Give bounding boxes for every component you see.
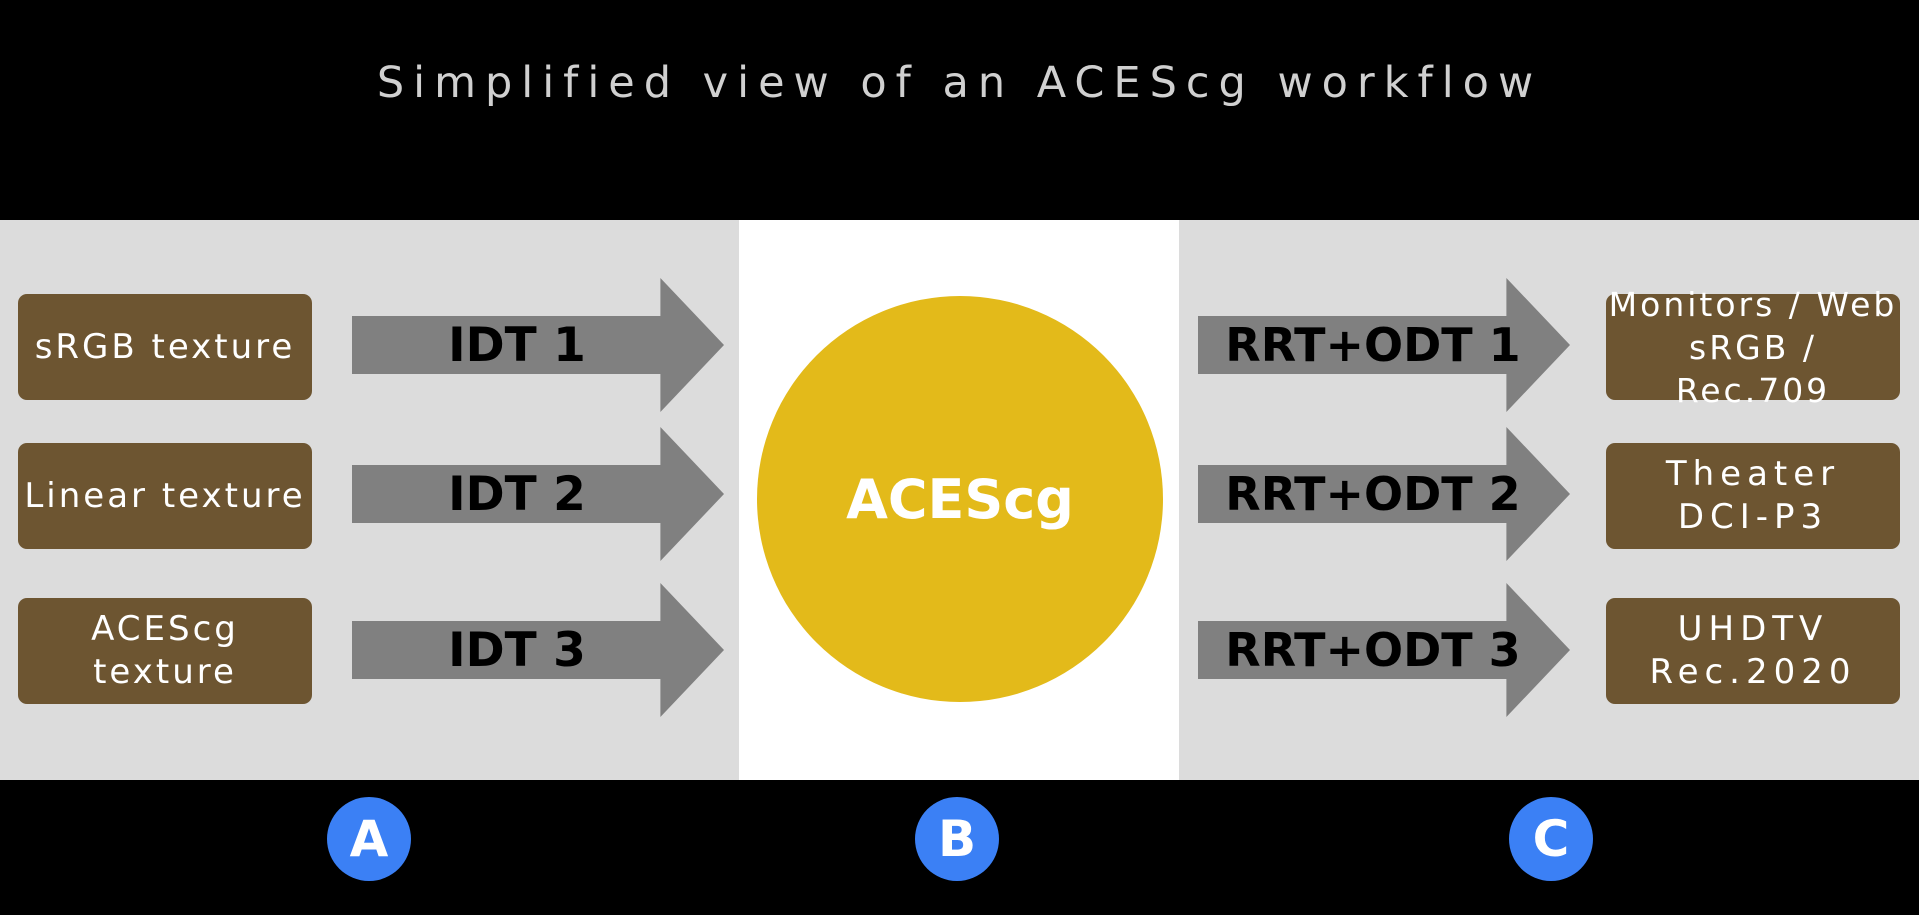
odt-arrow-1-label: RRT+ODT 1 — [1225, 318, 1521, 372]
idt-arrow-1-label: IDT 1 — [448, 317, 586, 373]
idt-arrow-2-label: IDT 2 — [448, 466, 586, 522]
output-box-theater: Theater DCI-P3 — [1606, 443, 1900, 549]
acescg-circle: ACEScg — [757, 296, 1163, 702]
input-box-linear-texture: Linear texture — [18, 443, 312, 549]
diagram-title: Simplified view of an ACEScg workflow — [376, 58, 1543, 108]
input-box-acescg-texture: ACEScg texture — [18, 598, 312, 704]
idt-arrow-3-label: IDT 3 — [448, 622, 586, 678]
odt-arrow-3-label: RRT+ODT 3 — [1225, 623, 1521, 677]
odt-arrow-2-label: RRT+ODT 2 — [1225, 467, 1521, 521]
section-marker-a: A — [327, 797, 411, 881]
input-box-srgb-texture: sRGB texture — [18, 294, 312, 400]
section-marker-c: C — [1509, 797, 1593, 881]
output-box-monitors-web: Monitors / Web sRGB / Rec.709 — [1606, 285, 1900, 410]
output-box-uhdtv: UHDTV Rec.2020 — [1606, 598, 1900, 704]
section-marker-b: B — [915, 797, 999, 881]
